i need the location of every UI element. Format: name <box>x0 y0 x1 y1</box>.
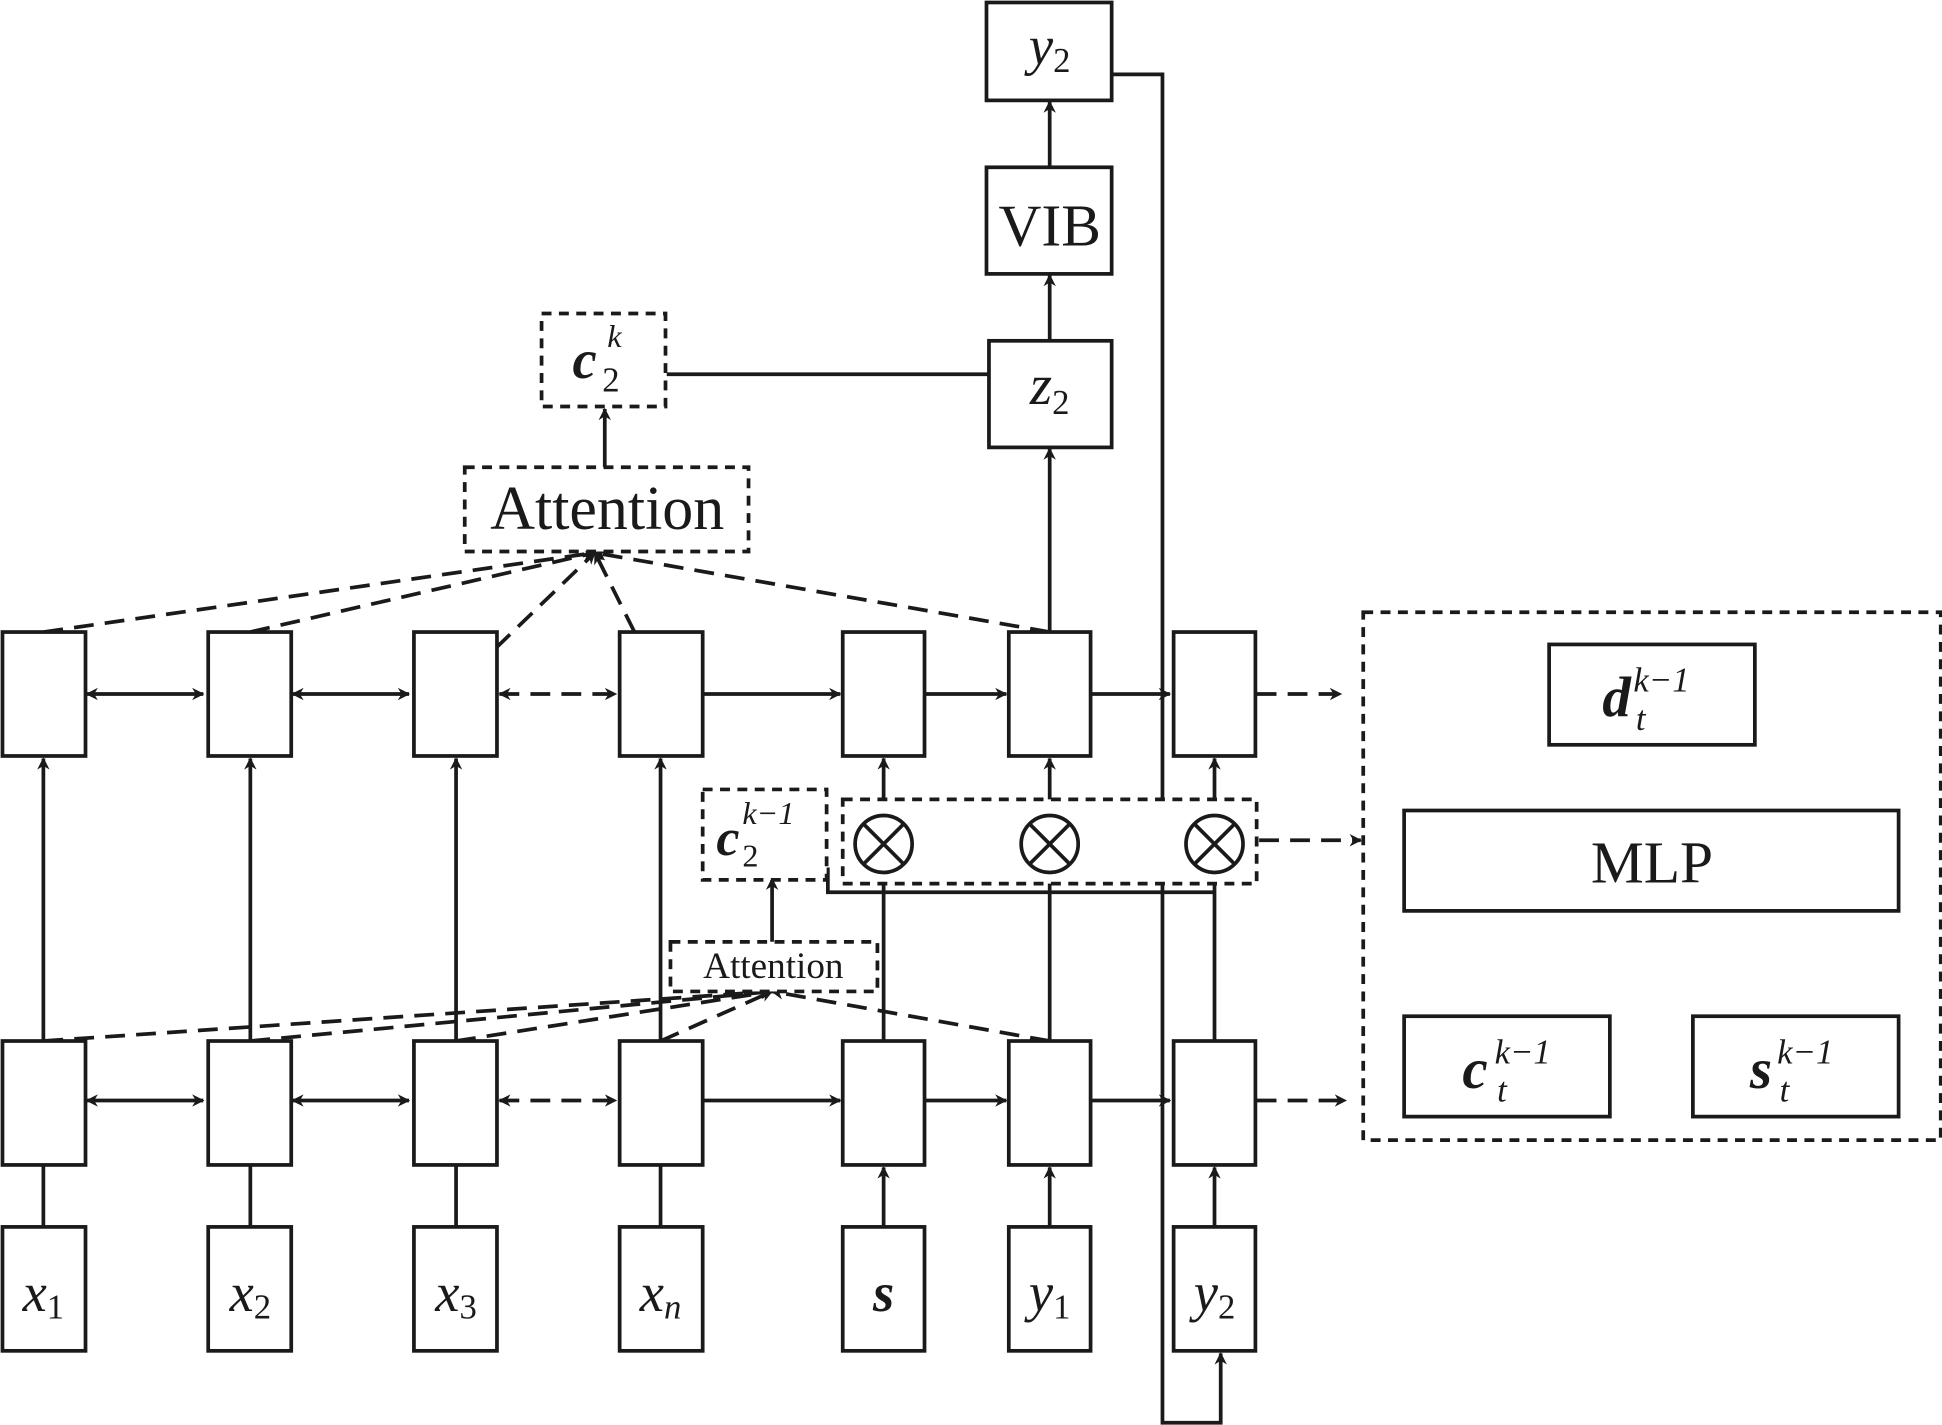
multiply-icon <box>853 813 914 875</box>
multiply-icon <box>1019 813 1081 875</box>
bottom-cell <box>840 1039 927 1167</box>
svg-text:xn: xn <box>639 1262 682 1326</box>
bottom-cell <box>617 1039 705 1167</box>
input-node-y2: y2 <box>1171 1225 1258 1353</box>
svg-text:c: c <box>716 810 739 867</box>
svg-text:t: t <box>1780 1071 1791 1110</box>
svg-text:y2: y2 <box>1189 1262 1236 1326</box>
svg-text:k−1: k−1 <box>742 795 794 831</box>
input-node-s: s <box>840 1225 927 1353</box>
svg-text:y1: y1 <box>1024 1262 1071 1326</box>
context-c2-k: c 2 k <box>539 311 668 409</box>
svg-text:2: 2 <box>742 837 758 873</box>
mlp-detail-panel: d t k−1 MLP c t k−1 s t k−1 <box>1361 610 1942 1143</box>
svg-text:VIB: VIB <box>998 192 1100 258</box>
svg-text:MLP: MLP <box>1591 829 1713 895</box>
top-cell <box>206 630 294 758</box>
svg-text:k−1: k−1 <box>1495 1032 1551 1071</box>
bottom-cell <box>412 1039 499 1167</box>
svg-text:x3: x3 <box>434 1262 477 1326</box>
latent-z2-node: z2 <box>987 338 1114 450</box>
top-cell <box>0 630 88 758</box>
input-node-y1: y1 <box>1006 1225 1093 1353</box>
mlp-input-s-node: s t k−1 <box>1691 1014 1901 1119</box>
output-y2-node: y2 <box>984 0 1114 103</box>
mlp-node: MLP <box>1402 808 1901 913</box>
bottom-cell <box>206 1039 294 1167</box>
svg-text:Attention: Attention <box>490 475 724 543</box>
svg-text:k−1: k−1 <box>1777 1032 1833 1071</box>
multiply-icon <box>1184 813 1245 875</box>
bottom-cell <box>1171 1039 1258 1167</box>
top-cell <box>840 630 927 758</box>
svg-text:t: t <box>1636 699 1647 738</box>
top-cell <box>1006 630 1093 758</box>
mlp-output-d-node: d t k−1 <box>1547 642 1757 747</box>
svg-text:k−1: k−1 <box>1633 661 1689 700</box>
input-node-x1: x1 <box>0 1225 88 1353</box>
mlp-input-c-node: c t k−1 <box>1402 1014 1612 1119</box>
svg-text:z2: z2 <box>1029 354 1070 422</box>
input-nodes: x1 x2 x3 xn s y1 <box>0 1225 1258 1353</box>
top-cell <box>1171 630 1258 758</box>
bottom-hidden-cells <box>0 1039 1258 1167</box>
svg-text:x1: x1 <box>22 1262 65 1326</box>
input-node-xn: xn <box>617 1225 705 1353</box>
top-attention-block: Attention <box>462 465 751 554</box>
svg-text:c: c <box>1462 1038 1487 1101</box>
multiply-group <box>840 797 1259 886</box>
svg-text:x2: x2 <box>229 1262 272 1326</box>
top-hidden-cells <box>0 630 1258 758</box>
svg-text:t: t <box>1497 1071 1508 1110</box>
svg-text:s: s <box>1749 1038 1772 1101</box>
bottom-attention-block: Attention <box>668 940 880 994</box>
svg-text:c: c <box>573 329 597 390</box>
bottom-cell <box>1006 1039 1093 1167</box>
svg-text:Attention: Attention <box>703 946 844 987</box>
context-c2-k-minus-1: c 2 k−1 <box>700 787 829 882</box>
svg-text:2: 2 <box>602 361 619 400</box>
svg-text:s: s <box>872 1262 894 1323</box>
top-cell <box>617 630 705 758</box>
bottom-cell <box>0 1039 88 1167</box>
top-cell <box>412 630 499 758</box>
svg-text:d: d <box>1602 666 1632 729</box>
input-node-x2: x2 <box>206 1225 294 1353</box>
vib-node: VIB <box>984 165 1114 276</box>
input-node-x3: x3 <box>412 1225 499 1353</box>
svg-text:y2: y2 <box>1024 15 1071 79</box>
svg-text:k: k <box>607 318 622 354</box>
